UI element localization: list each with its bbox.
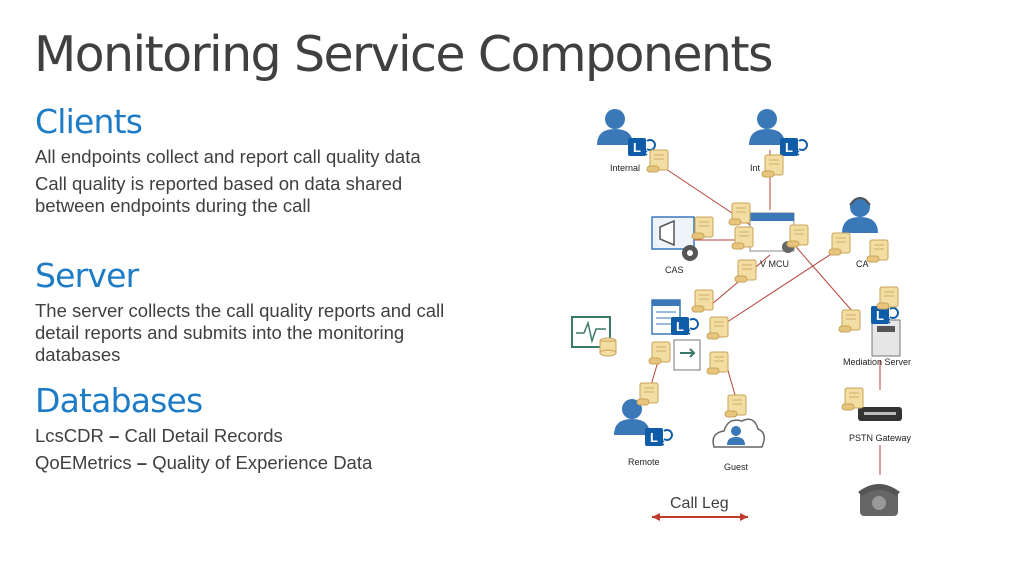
- front-end-server: [651, 299, 701, 371]
- legend-call-leg-label: Call Leg: [670, 495, 729, 512]
- db-line-lcscdr: LcsCDR – Call Detail Records: [35, 425, 475, 447]
- report-scroll-icon: [786, 224, 809, 248]
- db-dash-lcscdr: –: [103, 425, 125, 447]
- report-scroll-icon: [691, 216, 714, 240]
- slide-title: Monitoring Service Components: [34, 26, 773, 83]
- server-line-1: The server collects the call quality rep…: [35, 300, 445, 366]
- report-scroll-icon: [841, 387, 864, 411]
- label-pstn: PSTN Gateway: [849, 433, 912, 443]
- db-desc-lcscdr: Call Detail Records: [124, 425, 283, 447]
- database-icon: [599, 337, 617, 357]
- db-desc-qoemetrics: Quality of Experience Data: [152, 452, 373, 474]
- user-icon: [597, 109, 633, 145]
- databases-heading: Databases: [35, 381, 203, 420]
- internal-user-1: [597, 109, 656, 157]
- report-scroll-icon: [731, 226, 754, 250]
- db-term-lcscdr: LcsCDR: [35, 425, 104, 447]
- report-scroll-icon: [636, 382, 659, 406]
- db-dash-qoemetrics: –: [131, 452, 153, 474]
- clients-line-1: All endpoints collect and report call qu…: [35, 146, 421, 168]
- caa-user: [842, 197, 878, 233]
- monitoring-server: [571, 316, 617, 357]
- user-icon: [842, 197, 878, 233]
- internal-user-2: [749, 109, 808, 157]
- lync-badge-icon: [670, 316, 699, 336]
- label-cas-left: CAS: [665, 265, 684, 275]
- db-line-qoemetrics: QoEMetrics – Quality of Experience Data: [35, 452, 475, 474]
- phone-icon: [871, 319, 901, 357]
- clients-section: Clients All endpoints collect and report…: [35, 102, 475, 222]
- cas-server-left: [651, 216, 698, 261]
- report-scroll-icon: [646, 149, 669, 173]
- remote-user: [614, 399, 673, 447]
- report-scroll-icon: [761, 154, 784, 178]
- legend-call-leg: Call Leg: [652, 495, 748, 521]
- report-scroll-icon: [866, 239, 889, 263]
- mediation-server: [870, 305, 901, 357]
- report-scroll-icon: [648, 341, 671, 365]
- phone-handset: [858, 484, 900, 516]
- label-cas-right: CA: [856, 259, 869, 269]
- report-scroll-icon: [728, 202, 751, 226]
- clients-heading: Clients: [35, 102, 143, 141]
- report-scroll-icon: [706, 316, 729, 340]
- report-scroll-icon: [734, 259, 757, 283]
- label-internal-1: Internal: [610, 163, 640, 173]
- server-heading: Server: [35, 256, 139, 295]
- user-icon: [749, 109, 785, 145]
- report-scroll-icon: [876, 286, 899, 310]
- report-scroll-icon: [706, 351, 729, 375]
- label-remote: Remote: [628, 457, 660, 467]
- db-term-qoemetrics: QoEMetrics: [35, 452, 132, 474]
- report-scroll-icon: [691, 289, 714, 313]
- report-scroll-icon: [724, 394, 747, 418]
- pstn-gateway: [858, 407, 902, 421]
- guest-user: [712, 418, 765, 448]
- server-section: Server The server collects the call qual…: [35, 256, 475, 371]
- clients-line-2: Call quality is reported based on data s…: [35, 173, 403, 217]
- report-scroll-icon: [828, 232, 851, 256]
- lync-badge-icon: [779, 137, 808, 157]
- av-mcu-server: [749, 212, 795, 253]
- monitoring-topology-diagram: L Internal Int: [571, 109, 912, 521]
- databases-section: Databases LcsCDR – Call Detail Records Q…: [35, 381, 475, 479]
- label-mediation: Mediation Server: [843, 357, 911, 367]
- label-guest: Guest: [724, 462, 749, 472]
- lync-badge-icon: [644, 427, 673, 447]
- label-internal-2: Int: [750, 163, 761, 173]
- monitor-icon: [571, 316, 611, 348]
- report-scroll-icon: [838, 309, 861, 333]
- label-av-mcu: V MCU: [760, 259, 789, 269]
